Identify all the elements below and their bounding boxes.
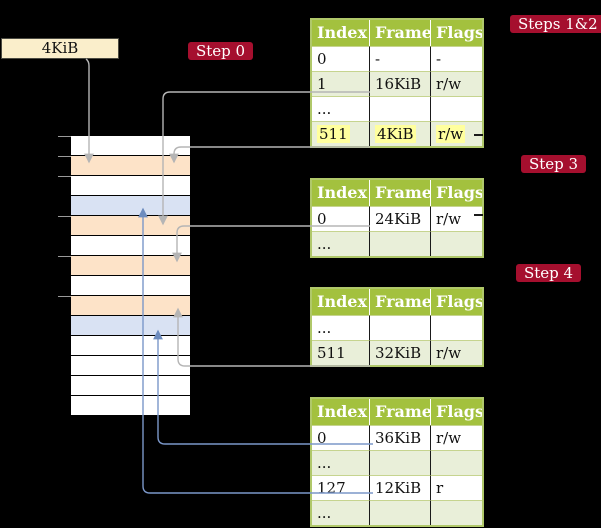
step-0-badge: Step 0 (188, 42, 254, 60)
flags-value: r/w (436, 429, 462, 447)
memory-frame-row (71, 296, 190, 316)
frame-value: 4KiB (375, 125, 416, 143)
frame-value: 32KiB (375, 344, 422, 362)
table-row: 511 32KiB r/w (312, 340, 482, 365)
index-value: ... (317, 504, 332, 522)
column-header-index: Index (312, 399, 369, 425)
table-row: ... (312, 96, 482, 121)
index-value: ... (317, 100, 332, 118)
step-3-badge: Step 3 (521, 155, 587, 173)
table-row: ... (312, 500, 482, 525)
memory-frame-row (71, 196, 190, 216)
index-value: 127 (317, 479, 346, 497)
index-value: 0 (317, 429, 327, 447)
index-value: ... (317, 235, 332, 253)
index-value: 0 (317, 210, 327, 228)
memory-frame-row (71, 376, 190, 396)
table-row: 0 36KiB r/w (312, 425, 482, 450)
frame-value: 12KiB (375, 479, 422, 497)
physical-memory-column (71, 136, 190, 416)
flags-value: r/w (436, 125, 466, 143)
memory-frame-row (71, 176, 190, 196)
column-header-frame: Frame (369, 180, 430, 206)
index-value: 1 (317, 75, 327, 93)
column-header-index: Index (312, 20, 369, 46)
column-header-flags: Flags (430, 180, 482, 206)
memory-tick (58, 136, 71, 137)
column-header-index: Index (312, 180, 369, 206)
index-value: 511 (317, 344, 346, 362)
column-header-flags: Flags (430, 399, 482, 425)
page-table-step-3: Index Frame Flags 0 24KiB r/w ... (310, 178, 484, 258)
index-value: 0 (317, 50, 327, 68)
table-row: ... (312, 231, 482, 256)
memory-frame-row (71, 216, 190, 236)
frame-value: 24KiB (375, 210, 422, 228)
frame-value: 36KiB (375, 429, 422, 447)
flags-value: r/w (436, 344, 462, 362)
page-table-final-level: Index Frame Flags 0 36KiB r/w ... 127 12… (310, 397, 484, 527)
table-row: 1 16KiB r/w (312, 71, 482, 96)
column-header-flags: Flags (430, 20, 482, 46)
memory-frame-row (71, 316, 190, 336)
column-header-frame: Frame (369, 20, 430, 46)
table-row: ... (312, 315, 482, 340)
flags-value: r/w (436, 210, 462, 228)
flags-value: - (436, 50, 442, 68)
column-header-index: Index (312, 289, 369, 315)
page-table-steps-1-2: Index Frame Flags 0 - - 1 16KiB r/w ... … (310, 18, 484, 148)
memory-frame-row (71, 396, 190, 416)
index-value: ... (317, 454, 332, 472)
memory-frame-row (71, 136, 190, 156)
memory-frame-row (71, 236, 190, 256)
table-row-highlighted: 511 4KiB r/w (312, 121, 482, 146)
arrow-pt1-entry511-to-frame-4kib (169, 146, 370, 164)
page-table-step-4: Index Frame Flags ... 511 32KiB r/w (310, 287, 484, 367)
column-header-frame: Frame (369, 399, 430, 425)
memory-frame-row (71, 356, 190, 376)
index-value: 511 (317, 125, 350, 143)
table-row: 127 12KiB r (312, 475, 482, 500)
memory-tick (58, 296, 71, 297)
memory-tick (58, 176, 71, 177)
column-header-flags: Flags (430, 289, 482, 315)
memory-frame-row (71, 336, 190, 356)
index-value: ... (317, 319, 332, 337)
flags-value: r/w (436, 75, 462, 93)
flags-value: r (436, 479, 444, 497)
table-row: 0 - - (312, 46, 482, 71)
memory-tick (58, 156, 71, 157)
table-row: 0 24KiB r/w (312, 206, 482, 231)
column-header-frame: Frame (369, 289, 430, 315)
memory-tick (58, 216, 71, 217)
steps-1-2-badge: Steps 1&2 (510, 15, 601, 33)
table-row: ... (312, 450, 482, 475)
memory-frame-row (71, 256, 190, 276)
memory-frame-row (71, 276, 190, 296)
frame-value: - (375, 50, 381, 68)
memory-tick (58, 256, 71, 257)
memory-frame-row (71, 156, 190, 176)
step-4-badge: Step 4 (516, 264, 582, 282)
frame-value: 16KiB (375, 75, 422, 93)
frame-size-box: 4KiB (1, 38, 119, 59)
